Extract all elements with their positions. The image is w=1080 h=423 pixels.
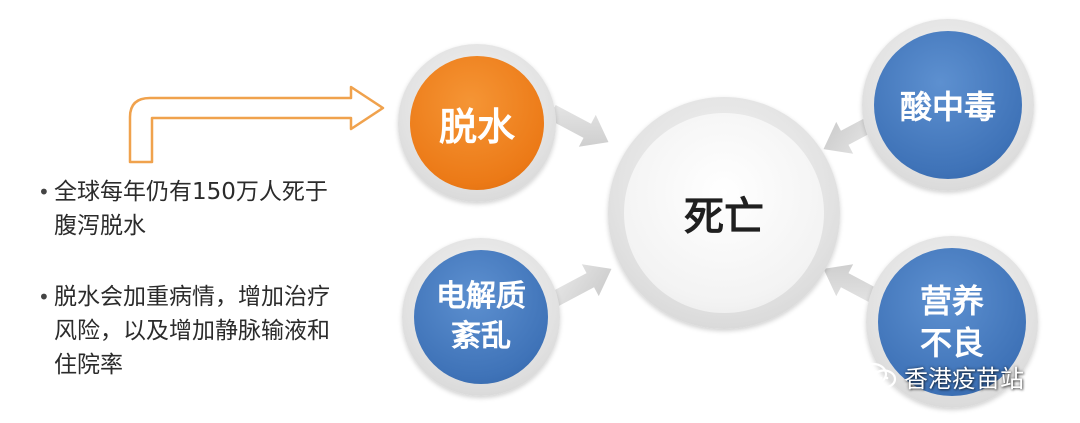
bullet-item-1: • 全球每年仍有150万人死于 腹泻脱水	[38, 175, 388, 243]
node-acidosis: 酸中毒	[874, 31, 1022, 179]
watermark-text: 香港疫苗站	[904, 364, 1024, 393]
bullet-line: 腹泻脱水	[54, 213, 146, 239]
node-label: 营养	[919, 282, 984, 320]
node-label: 死亡	[684, 194, 764, 240]
node-label: 酸中毒	[899, 88, 996, 126]
node-death: 死亡	[624, 113, 824, 313]
arrow-electrolyte-to-death	[551, 264, 612, 307]
node-label: 不良	[919, 324, 984, 362]
arrow-dehydration-to-death	[548, 104, 609, 147]
bullet-line: 全球每年仍有150万人死于	[54, 179, 328, 205]
bullet-item-2: • 脱水会加重病情，增加治疗 风险，以及增加静脉输液和 住院率	[38, 280, 388, 382]
node-label: 脱水	[438, 104, 515, 149]
watermark: 香港疫苗站	[858, 358, 1068, 394]
wechat-icon	[858, 362, 897, 389]
bullet-line: 风险，以及增加静脉输液和	[54, 318, 330, 344]
node-label: 紊乱	[451, 319, 511, 354]
bullet-line: 住院率	[54, 352, 123, 378]
orange-outline-arrow-shape	[128, 85, 385, 164]
bullet-line: 脱水会加重病情，增加治疗	[54, 284, 330, 310]
bullet-marker: •	[38, 285, 50, 309]
node-electrolyte: 电解质 紊乱	[414, 250, 548, 384]
bullet-marker: •	[38, 180, 50, 204]
arrow-malnutrition-to-death	[823, 264, 884, 307]
orange-outline-arrow	[128, 85, 385, 164]
node-label: 电解质	[436, 279, 526, 314]
node-dehydration: 脱水	[410, 56, 544, 190]
node-malnutrition: 营养 不良	[878, 248, 1026, 396]
